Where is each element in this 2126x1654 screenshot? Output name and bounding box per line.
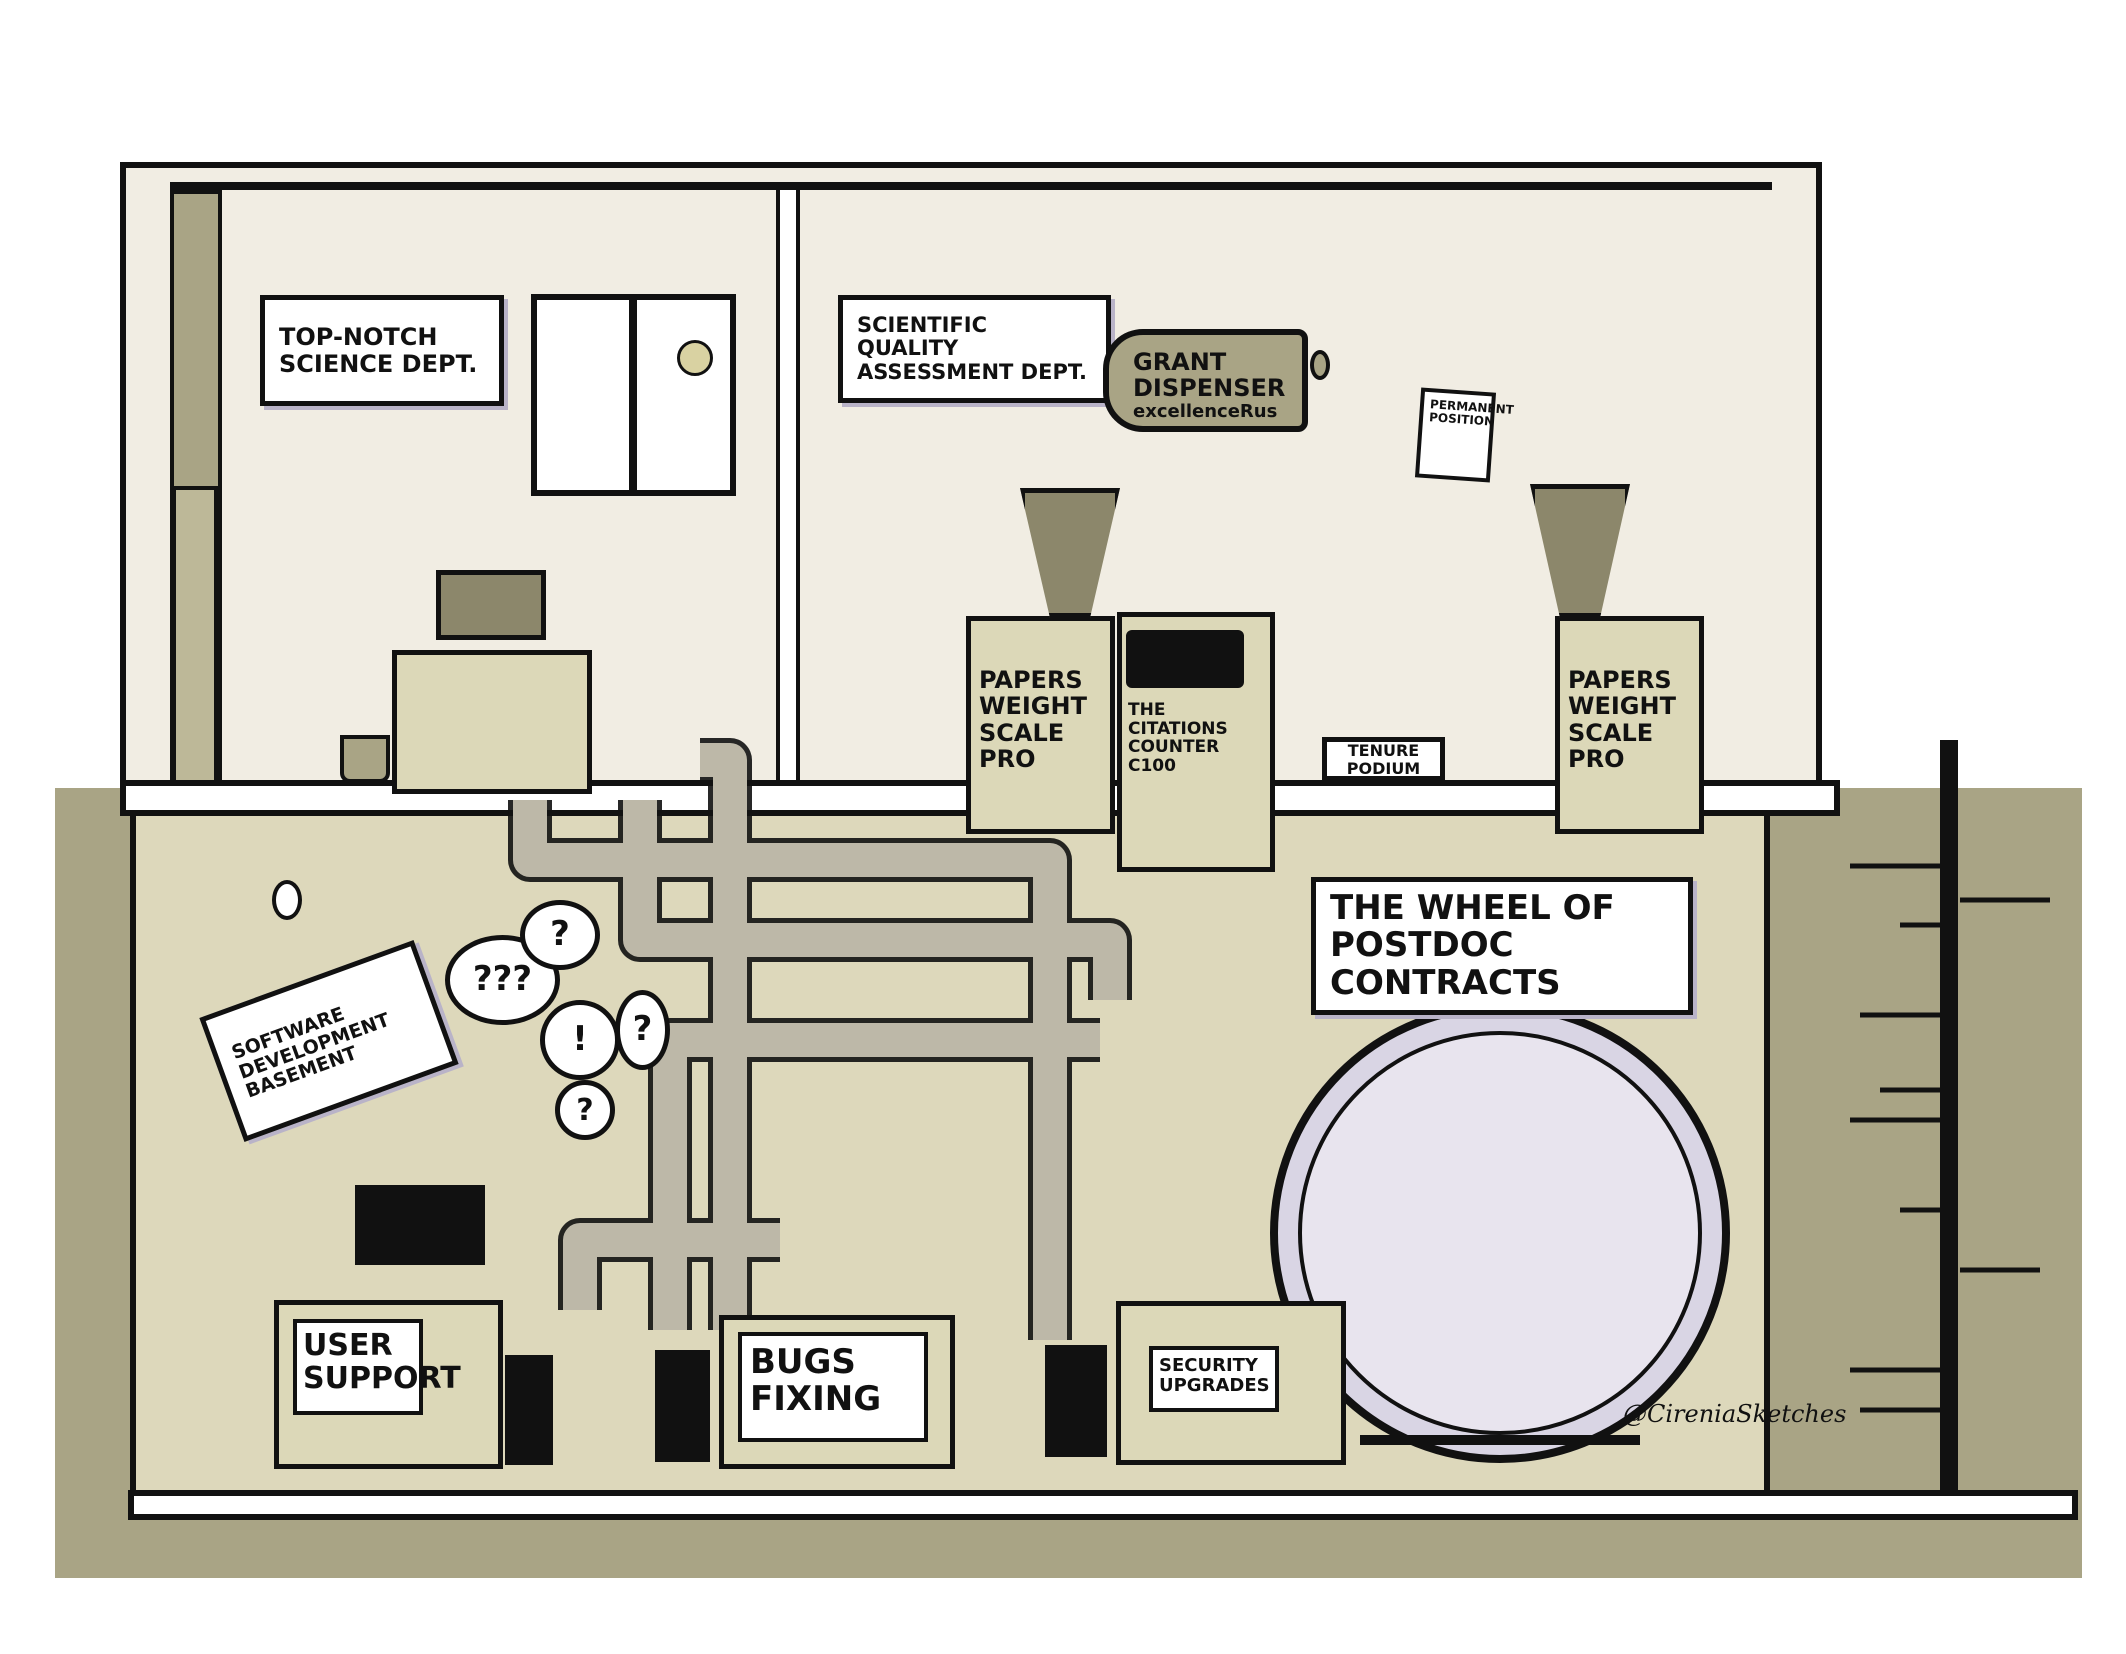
monitor bbox=[355, 1185, 485, 1265]
scale-line: Papers bbox=[1568, 666, 1672, 694]
bugs-fixing-label: Bugs Fixing bbox=[738, 1332, 928, 1442]
label-line: Security bbox=[1159, 1355, 1258, 1376]
scale-line: Weight bbox=[979, 692, 1087, 721]
top-notch-sign: Top-Notch Science Dept. bbox=[260, 295, 504, 406]
dispenser-line: Grant bbox=[1133, 348, 1227, 376]
label-line: Bugs bbox=[750, 1342, 856, 1382]
dispenser-brand: excellenceRus bbox=[1133, 400, 1278, 422]
user-support-label: User Support bbox=[293, 1319, 461, 1415]
label-line: Support bbox=[303, 1361, 461, 1396]
divider-wall bbox=[776, 190, 800, 784]
speech-bubble: ? bbox=[520, 900, 600, 970]
roof-inner bbox=[170, 182, 1772, 190]
door[interactable] bbox=[172, 486, 218, 784]
tenure-podium: Tenure Podium bbox=[1322, 737, 1445, 781]
label-line: User bbox=[303, 1328, 393, 1363]
security-upgrades-desk: Security Upgrades bbox=[1116, 1301, 1346, 1465]
speech-bubble: ? bbox=[615, 990, 670, 1070]
window bbox=[531, 294, 736, 496]
server-tower bbox=[1045, 1345, 1107, 1457]
science-desk bbox=[392, 650, 592, 794]
server-tower bbox=[655, 1350, 710, 1462]
bugs-fixing-desk: Bugs Fixing bbox=[719, 1315, 955, 1469]
grant-dispenser: Grant Dispenser excellenceRus bbox=[1103, 329, 1308, 432]
sun-icon bbox=[677, 340, 713, 376]
plant bbox=[340, 735, 390, 783]
sign-line: Assessment Dept. bbox=[857, 359, 1087, 384]
counter-line: Counter C100 bbox=[1128, 737, 1220, 777]
sign-line: The Wheel of bbox=[1330, 887, 1615, 928]
label-line: Fixing bbox=[750, 1379, 882, 1420]
wheel-of-postdoc-contracts-sign: The Wheel of Postdoc Contracts bbox=[1311, 877, 1693, 1015]
dispenser-crank-icon[interactable] bbox=[1310, 350, 1330, 380]
sign-line: Top-Notch bbox=[279, 323, 438, 352]
label-line: Upgrades bbox=[1159, 1374, 1270, 1396]
laptop bbox=[436, 570, 546, 640]
papers-weight-scale-left: Papers Weight Scale Pro bbox=[966, 616, 1115, 834]
quality-sign: Scientific Quality Assessment Dept. bbox=[838, 295, 1111, 403]
papers-weight-scale-right: Papers Weight Scale Pro bbox=[1555, 616, 1704, 834]
artist-signature: @CireniaSketches bbox=[1623, 1400, 1847, 1428]
server-tower bbox=[505, 1355, 553, 1465]
scale-line: Papers bbox=[979, 666, 1083, 694]
sign-line: Science Dept. bbox=[279, 349, 478, 378]
podium-line: Podium bbox=[1346, 758, 1421, 778]
basement-floor-slab bbox=[128, 1490, 2078, 1520]
shaft-pole bbox=[1940, 740, 1958, 1490]
scale-line: Weight bbox=[1568, 692, 1676, 721]
dispenser-line: Dispenser bbox=[1133, 374, 1286, 403]
sign-line: Scientific Quality bbox=[857, 313, 987, 361]
light-bulb-icon bbox=[272, 880, 302, 920]
scale-line: Scale Pro bbox=[979, 718, 1065, 774]
scale-line: Scale Pro bbox=[1568, 718, 1654, 774]
speech-bubble: ! bbox=[540, 1000, 620, 1080]
user-support-desk: User Support bbox=[274, 1300, 503, 1469]
sign-line: Postdoc Contracts bbox=[1330, 925, 1561, 1003]
counter-reels bbox=[1126, 630, 1244, 688]
podium-line: Tenure bbox=[1347, 741, 1420, 760]
speech-bubble: ? bbox=[555, 1080, 615, 1140]
security-upgrades-label: Security Upgrades bbox=[1149, 1346, 1279, 1412]
counter-line: The Citations bbox=[1128, 700, 1228, 739]
